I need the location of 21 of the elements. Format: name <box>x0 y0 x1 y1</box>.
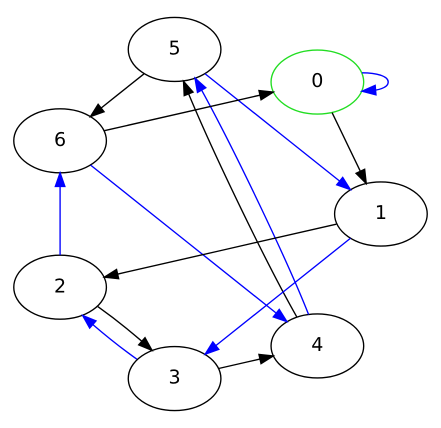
arrow <box>194 76 310 315</box>
arrow <box>54 170 66 256</box>
node-ellipse: 6 <box>13 108 108 174</box>
arrow <box>204 73 352 191</box>
arrow <box>204 238 351 356</box>
arrow <box>332 112 368 186</box>
node-ellipse: 4 <box>270 313 364 379</box>
arrow <box>182 79 298 318</box>
arrow <box>97 306 154 352</box>
node-ellipse: 2 <box>13 254 108 320</box>
node-ellipse: 0 <box>270 49 364 115</box>
arrow <box>81 314 138 360</box>
node-ellipse: 5 <box>128 16 222 82</box>
arrow <box>102 224 336 280</box>
node-ellipse: 1 <box>334 181 428 247</box>
node-ellipse: 3 <box>128 346 222 412</box>
arrow <box>218 354 276 370</box>
arrow <box>104 90 276 132</box>
arrow <box>360 72 389 96</box>
arrow <box>88 73 144 118</box>
arrow <box>90 164 288 323</box>
